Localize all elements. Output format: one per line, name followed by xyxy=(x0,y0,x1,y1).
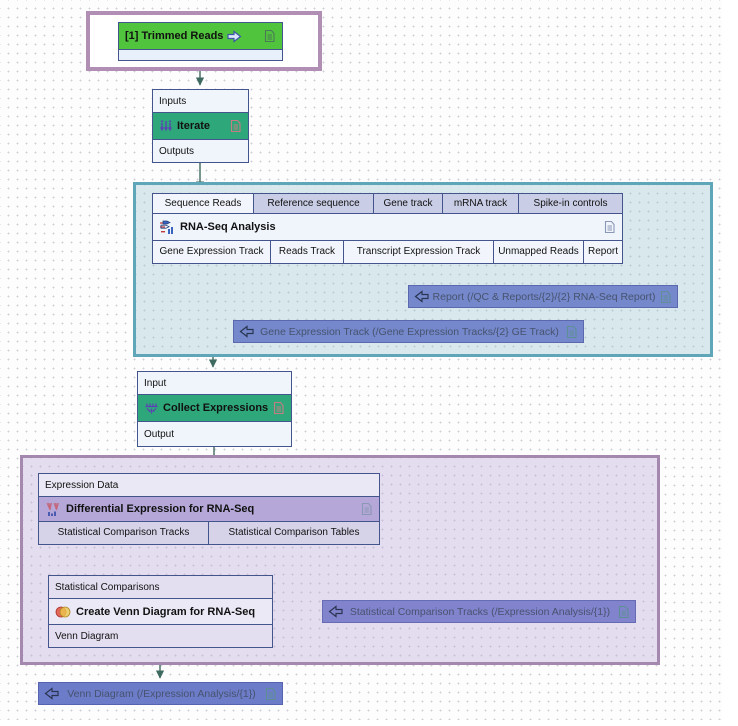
stat-tracks-output-label: Statistical Comparison Tracks (/Expressi… xyxy=(349,605,611,618)
doc-icon xyxy=(603,220,616,234)
tab-transcript-expression-track[interactable]: Transcript Expression Track xyxy=(344,241,494,263)
diffexp-input-label: Expression Data xyxy=(45,479,119,491)
collect-input-row[interactable]: Input xyxy=(138,372,291,394)
tab-reference-sequence[interactable]: Reference sequence xyxy=(254,194,374,213)
tab-statistical-comparison-tables[interactable]: Statistical Comparison Tables xyxy=(209,522,379,544)
venn-node[interactable]: Statistical Comparisons Create Venn Diag… xyxy=(48,575,273,648)
iterate-icon xyxy=(159,119,173,133)
doc-icon xyxy=(272,401,285,415)
doc-icon xyxy=(659,290,672,304)
venn-name-label: Create Venn Diagram for RNA-Seq xyxy=(76,605,256,618)
report-output-box[interactable]: Report (/QC & Reports/{2}/{2} RNA-Seq Re… xyxy=(408,285,678,308)
stat-tracks-output-box[interactable]: Statistical Comparison Tracks (/Expressi… xyxy=(322,600,636,623)
venn-name-row[interactable]: Create Venn Diagram for RNA-Seq xyxy=(49,598,272,624)
output-arrow-icon xyxy=(44,687,59,700)
diffexp-node[interactable]: Expression Data Differential Expression … xyxy=(38,473,380,545)
venn-output-box[interactable]: Venn Diagram (/Expression Analysis/{1}) xyxy=(38,682,283,705)
tab-sequence-reads[interactable]: Sequence Reads xyxy=(153,194,254,213)
trimmed-reads-node[interactable]: [1] Trimmed Reads xyxy=(118,22,283,61)
diffexp-output-tabs: Statistical Comparison Tracks Statistica… xyxy=(39,521,379,544)
diffexp-name-label: Differential Expression for RNA-Seq xyxy=(66,503,255,515)
iterate-inputs-row[interactable]: Inputs xyxy=(153,90,248,112)
doc-icon xyxy=(360,502,373,516)
iterate-name-row[interactable]: Iterate xyxy=(153,112,248,139)
venn-output-row-label: Venn Diagram xyxy=(55,630,119,642)
venn-output-row[interactable]: Venn Diagram xyxy=(49,624,272,647)
iterate-node[interactable]: Inputs Iterate Outputs xyxy=(152,89,249,163)
iterate-name-label: Iterate xyxy=(177,120,211,132)
output-arrow-icon xyxy=(239,325,254,338)
tab-unmapped-reads[interactable]: Unmapped Reads xyxy=(494,241,584,263)
diffexp-input-row[interactable]: Expression Data xyxy=(39,474,379,496)
collect-output-label: Output xyxy=(144,428,175,440)
tab-report[interactable]: Report xyxy=(584,241,622,263)
iterate-outputs-row[interactable]: Outputs xyxy=(153,139,248,162)
collect-expressions-icon xyxy=(144,402,159,415)
doc-icon xyxy=(264,687,277,701)
trimmed-reads-output-strip[interactable] xyxy=(119,49,282,60)
iterate-inputs-label: Inputs xyxy=(159,95,187,107)
output-arrow-icon xyxy=(328,605,343,618)
collect-name-row[interactable]: Collect Expressions xyxy=(138,394,291,421)
ge-track-output-label: Gene Expression Track (/Gene Expression … xyxy=(260,325,559,338)
rnaseq-input-tabs: Sequence Reads Reference sequence Gene t… xyxy=(152,193,623,214)
doc-icon xyxy=(565,325,578,339)
workflow-input-arrow-icon xyxy=(227,29,242,43)
trimmed-reads-header[interactable]: [1] Trimmed Reads xyxy=(119,23,282,49)
tab-spike-in-controls[interactable]: Spike-in controls xyxy=(519,194,622,213)
tab-gene-track[interactable]: Gene track xyxy=(374,194,443,213)
iterate-outputs-label: Outputs xyxy=(159,145,195,157)
doc-icon xyxy=(229,119,242,133)
tab-mrna-track[interactable]: mRNA track xyxy=(443,194,519,213)
rnaseq-analysis-icon xyxy=(159,220,175,235)
collect-input-label: Input xyxy=(144,377,167,389)
tab-gene-expression-track[interactable]: Gene Expression Track xyxy=(153,241,271,263)
venn-input-row[interactable]: Statistical Comparisons xyxy=(49,576,272,598)
venn-diagram-icon xyxy=(55,605,71,619)
rnaseq-node[interactable]: Sequence Reads Reference sequence Gene t… xyxy=(152,193,623,264)
venn-input-label: Statistical Comparisons xyxy=(55,581,160,593)
output-arrow-icon xyxy=(414,290,429,303)
diffexp-name-row[interactable]: Differential Expression for RNA-Seq xyxy=(39,496,379,521)
rnaseq-name-label: RNA-Seq Analysis xyxy=(180,221,276,233)
tab-statistical-comparison-tracks[interactable]: Statistical Comparison Tracks xyxy=(39,522,209,544)
collect-output-row[interactable]: Output xyxy=(138,421,291,446)
tab-reads-track[interactable]: Reads Track xyxy=(271,241,344,263)
rnaseq-name-row[interactable]: RNA-Seq Analysis xyxy=(152,214,623,241)
venn-output-label: Venn Diagram (/Expression Analysis/{1}) xyxy=(67,687,256,700)
rnaseq-output-tabs: Gene Expression Track Reads Track Transc… xyxy=(152,241,623,264)
diffexp-icon xyxy=(45,502,61,516)
report-output-label: Report (/QC & Reports/{2}/{2} RNA-Seq Re… xyxy=(432,290,656,303)
collect-expressions-node[interactable]: Input Collect Expressions Output xyxy=(137,371,292,447)
doc-icon xyxy=(617,605,630,619)
trimmed-reads-label: [1] Trimmed Reads xyxy=(125,30,224,42)
ge-track-output-box[interactable]: Gene Expression Track (/Gene Expression … xyxy=(233,320,584,343)
collect-name-label: Collect Expressions xyxy=(163,402,269,414)
doc-icon xyxy=(263,29,276,43)
